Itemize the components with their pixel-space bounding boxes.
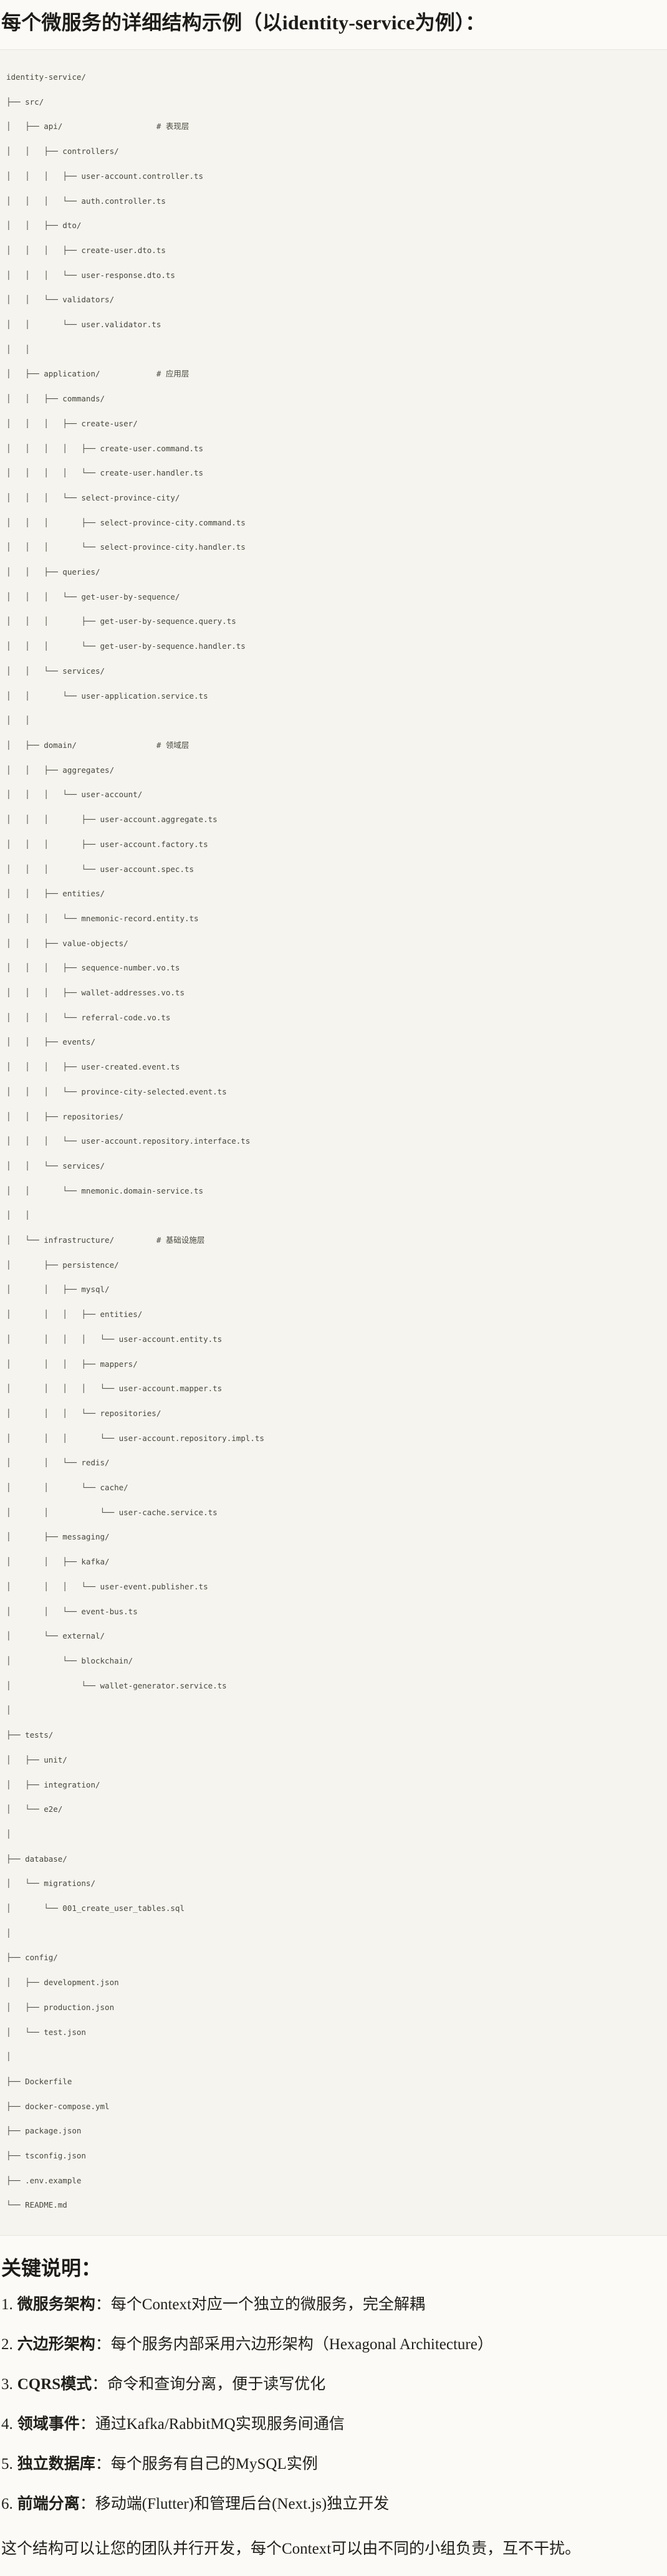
note-number: 4. bbox=[1, 2416, 13, 2433]
page-title: 每个微服务的详细结构示例（以identity-service为例）： bbox=[1, 11, 486, 34]
note-label: 六边形架构 bbox=[17, 2336, 95, 2353]
note-item: 4.领域事件：通过Kafka/RabbitMQ实现服务间通信 bbox=[1, 2414, 661, 2435]
note-number: 1. bbox=[1, 2296, 13, 2314]
note-number: 2. bbox=[1, 2336, 13, 2353]
note-number: 6. bbox=[1, 2496, 13, 2513]
note-item: 3.CQRS模式：命令和查询分离，便于读写优化 bbox=[1, 2374, 661, 2395]
note-label: CQRS模式 bbox=[17, 2376, 92, 2393]
note-text: ：每个服务有自己的MySQL实例 bbox=[95, 2456, 318, 2473]
note-item: 2.六边形架构：每个服务内部采用六边形架构（Hexagonal Architec… bbox=[1, 2334, 661, 2355]
note-number: 3. bbox=[1, 2376, 13, 2393]
notes-section: 关键说明： 1.微服务架构：每个Context对应一个独立的微服务，完全解耦 2… bbox=[0, 2256, 667, 2576]
note-item: 6.前端分离：移动端(Flutter)和管理后台(Next.js)独立开发 bbox=[1, 2494, 661, 2515]
code-block: identity-service/ ├── src/ │ ├── api/ # … bbox=[0, 49, 667, 2236]
note-text: ：每个服务内部采用六边形架构（Hexagonal Architecture） bbox=[95, 2336, 493, 2353]
note-text: ：命令和查询分离，便于读写优化 bbox=[92, 2376, 326, 2393]
note-item: 1.微服务架构：每个Context对应一个独立的微服务，完全解耦 bbox=[1, 2294, 661, 2315]
note-label: 微服务架构 bbox=[17, 2296, 95, 2314]
note-label: 前端分离 bbox=[17, 2496, 80, 2513]
note-label: 领域事件 bbox=[17, 2416, 80, 2433]
note-label: 独立数据库 bbox=[17, 2456, 95, 2473]
note-text: ：移动端(Flutter)和管理后台(Next.js)独立开发 bbox=[79, 2496, 390, 2513]
note-text: ：通过Kafka/RabbitMQ实现服务间通信 bbox=[79, 2416, 345, 2433]
directory-tree: identity-service/ ├── src/ │ ├── api/ # … bbox=[6, 72, 264, 2210]
note-number: 5. bbox=[1, 2456, 13, 2473]
notes-heading: 关键说明： bbox=[1, 2257, 102, 2280]
note-item: 5.独立数据库：每个服务有自己的MySQL实例 bbox=[1, 2454, 661, 2475]
closing-paragraph: 这个结构可以让您的团队并行开发，每个Context可以由不同的小组负责，互不干扰… bbox=[1, 2540, 581, 2558]
note-text: ：每个Context对应一个独立的微服务，完全解耦 bbox=[95, 2296, 425, 2314]
